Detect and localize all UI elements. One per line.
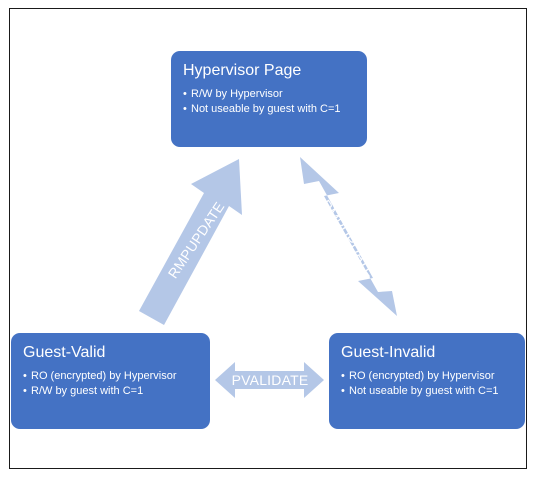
guest-valid-bullets: RO (encrypted) by Hypervisor R/W by gues… — [23, 369, 199, 398]
pvalidate-label: PVALIDATE — [231, 372, 309, 388]
guest-valid-box: Guest-Valid RO (encrypted) by Hypervisor… — [11, 333, 210, 429]
arrow-pvalidate — [215, 362, 324, 398]
guest-invalid-title: Guest-Invalid — [341, 344, 436, 361]
arrow-hypervisor-guest-invalid — [300, 157, 397, 316]
bullet-item: Not useable by guest with C=1 — [341, 384, 514, 398]
bullet-item: R/W by guest with C=1 — [23, 384, 199, 398]
bullet-item: Not useable by guest with C=1 — [183, 102, 356, 116]
bullet-item: RO (encrypted) by Hypervisor — [341, 369, 514, 383]
bullet-item: R/W by Hypervisor — [183, 87, 356, 101]
bullet-item: RO (encrypted) by Hypervisor — [23, 369, 199, 383]
hypervisor-page-box: Hypervisor Page R/W by Hypervisor Not us… — [171, 51, 367, 147]
guest-valid-title: Guest-Valid — [23, 344, 106, 361]
arrow-guest-valid-to-hypervisor — [139, 159, 242, 325]
guest-invalid-box: Guest-Invalid RO (encrypted) by Hypervis… — [329, 333, 525, 429]
hypervisor-page-title: Hypervisor Page — [183, 62, 302, 79]
hypervisor-page-bullets: R/W by Hypervisor Not useable by guest w… — [183, 87, 356, 116]
guest-invalid-bullets: RO (encrypted) by Hypervisor Not useable… — [341, 369, 514, 398]
